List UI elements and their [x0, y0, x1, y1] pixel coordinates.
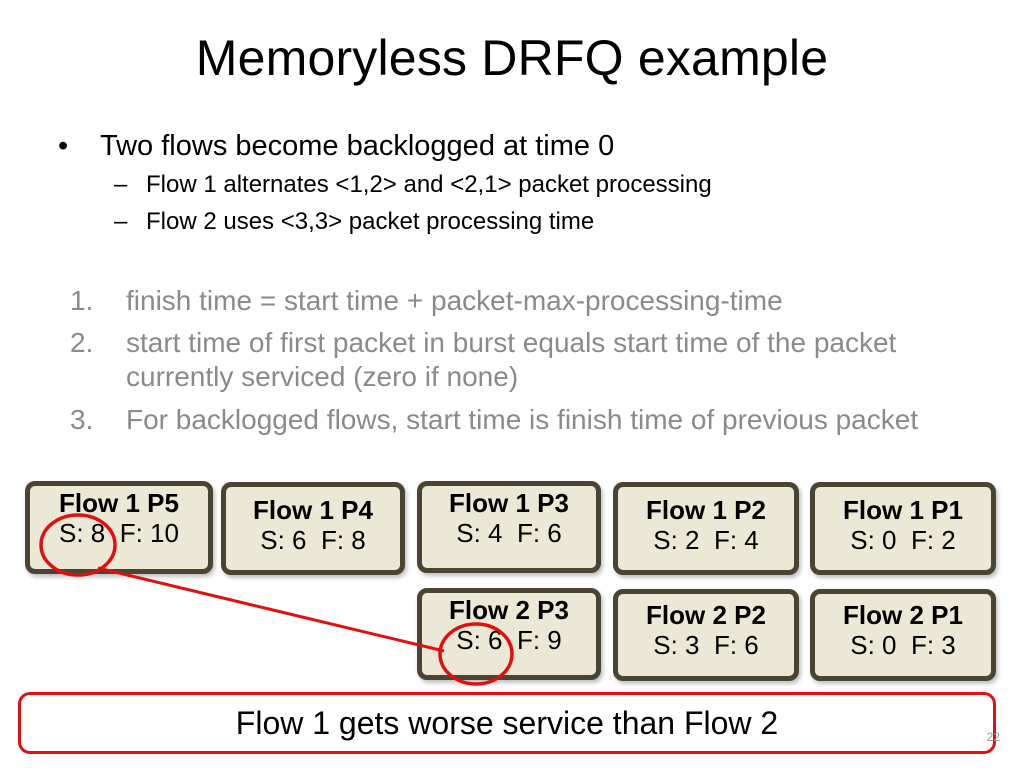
- bullet-text: Two flows become backlogged at time 0: [100, 130, 615, 162]
- rule-text: finish time = start time + packet-max-pr…: [126, 285, 783, 316]
- bullet-item: • Two flows become backlogged at time 0: [58, 128, 615, 164]
- sub-bullet-item: – Flow 1 alternates <1,2> and <2,1> pack…: [114, 170, 712, 200]
- packet-times: S: 2 F: 4: [653, 525, 759, 555]
- sub-bullet-text: Flow 1 alternates <1,2> and <2,1> packet…: [146, 171, 712, 198]
- packet-box-flow2-p2: Flow 2 P2 S: 3 F: 6: [613, 589, 799, 681]
- sub-bullet-item: – Flow 2 uses <3,3> packet processing ti…: [114, 207, 595, 237]
- rule-item: 1. finish time = start time + packet-max…: [70, 284, 996, 318]
- sub-bullet-marker: –: [114, 171, 128, 198]
- rule-number: 1.: [70, 285, 94, 316]
- packet-times: S: 0 F: 3: [850, 630, 956, 660]
- packet-times: S: 8 F: 10: [59, 518, 179, 548]
- packet-box-flow2-p3: Flow 2 P3 S: 6 F: 9: [417, 588, 601, 680]
- packet-label: Flow 2 P3: [449, 595, 569, 625]
- packet-times: S: 6 F: 9: [456, 625, 562, 655]
- packet-box-flow1-p5: Flow 1 P5 S: 8 F: 10: [25, 481, 213, 574]
- connector-line: [97, 566, 445, 653]
- packet-label: Flow 1 P1: [843, 495, 963, 525]
- packet-times: S: 4 F: 6: [456, 518, 562, 548]
- rule-text: start time of first packet in burst equa…: [126, 327, 897, 392]
- packet-label: Flow 2 P1: [843, 600, 963, 630]
- packet-box-flow1-p2: Flow 1 P2 S: 2 F: 4: [613, 482, 799, 575]
- packet-label: Flow 1 P5: [59, 488, 179, 518]
- sub-bullet-marker: –: [114, 208, 128, 235]
- rule-item: 2. start time of first packet in burst e…: [70, 326, 996, 394]
- packet-box-flow1-p1: Flow 1 P1 S: 0 F: 2: [810, 482, 996, 575]
- rule-number: 3.: [70, 404, 94, 435]
- packet-times: S: 6 F: 8: [260, 525, 366, 555]
- slide-title: Memoryless DRFQ example: [195, 30, 829, 86]
- packet-label: Flow 1 P4: [253, 495, 373, 525]
- rule-item: 3. For backlogged flows, start time is f…: [70, 403, 996, 437]
- packet-box-flow1-p4: Flow 1 P4 S: 6 F: 8: [221, 482, 405, 575]
- rule-text: For backlogged flows, start time is fini…: [126, 404, 919, 435]
- page-number: 22: [986, 730, 1000, 744]
- sub-bullet-text: Flow 2 uses <3,3> packet processing time: [146, 208, 595, 235]
- rule-number: 2.: [70, 327, 94, 358]
- conclusion-banner: Flow 1 gets worse service than Flow 2: [18, 692, 996, 754]
- packet-label: Flow 1 P3: [449, 488, 569, 518]
- packet-times: S: 3 F: 6: [653, 630, 759, 660]
- packet-label: Flow 2 P2: [646, 600, 766, 630]
- packet-times: S: 0 F: 2: [850, 525, 956, 555]
- bullet-marker: •: [58, 130, 69, 162]
- bullet-list: • Two flows become backlogged at time 0 …: [0, 0, 1024, 260]
- packet-box-flow2-p1: Flow 2 P1 S: 0 F: 3: [810, 589, 996, 681]
- packet-label: Flow 1 P2: [646, 495, 766, 525]
- conclusion-text: Flow 1 gets worse service than Flow 2: [235, 705, 779, 741]
- packet-box-flow1-p3: Flow 1 P3 S: 4 F: 6: [417, 481, 601, 573]
